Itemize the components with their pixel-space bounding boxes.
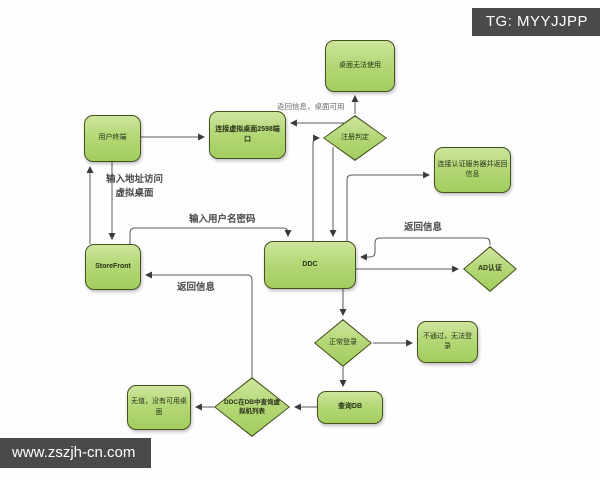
node-query-db: 查询DB	[317, 391, 383, 424]
edge-vmquery-to-storefront	[144, 271, 253, 377]
node-ad-auth: AD认证	[463, 246, 517, 292]
label-enter-address-line2: 虚拟桌面	[115, 189, 154, 199]
node-normal-login: 正常登录	[314, 319, 372, 367]
label-return-info-left: 返回信息	[177, 283, 216, 293]
node-register-check: 注册判定	[323, 115, 387, 161]
tg-watermark-badge: TG: MYYJJPP	[471, 8, 600, 36]
node-ddc: DDC	[264, 241, 356, 289]
label-enter-address: 输入地址访问 虚拟桌面	[106, 171, 163, 199]
edge-ddc-to-register	[312, 134, 321, 241]
node-ddc-query-vm: DDC在DB中查询虚拟机列表	[214, 377, 290, 437]
ddc-query-vm-label: DDC在DB中查询虚拟机列表	[224, 398, 280, 415]
node-desktop-unusable: 桌面无法使用	[325, 40, 395, 92]
edge-ddc-to-authserver	[346, 171, 431, 241]
normal-login-label: 正常登录	[329, 339, 357, 347]
label-enter-credentials: 输入用户名密码	[189, 215, 256, 225]
node-no-desktop: 无值，没有可用桌面	[127, 385, 191, 430]
label-return-desktop-ok: 返回信息，桌面可用	[277, 102, 345, 111]
ad-auth-label: AD认证	[477, 265, 503, 273]
edge-storefront-to-ddc	[129, 227, 292, 244]
register-check-label: 注册判定	[341, 134, 369, 142]
site-watermark: www.zszjh-cn.com	[0, 438, 152, 468]
label-return-info-right: 返回信息	[404, 223, 443, 233]
edge-adauth-to-ddc	[359, 237, 491, 261]
node-auth-server: 连接认证服务器并返回信息	[434, 147, 511, 193]
node-login-fail: 不通过，无法登录	[417, 321, 478, 363]
label-enter-address-line1: 输入地址访问	[106, 175, 164, 185]
node-user-terminal: 用户终端	[84, 115, 141, 162]
node-connect-port: 连接虚拟桌面2598端口	[209, 111, 286, 159]
node-storefront: StoreFront	[85, 244, 141, 290]
